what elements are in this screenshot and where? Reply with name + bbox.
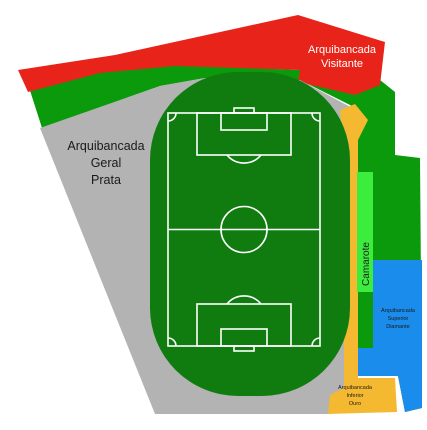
label-ouro-line1: Arquibancada — [338, 385, 373, 391]
sector-arquibancada-visitante[interactable] — [18, 15, 385, 95]
label-ouro-line3: Ouro — [349, 401, 361, 407]
label-ouro-line2: Inferior — [346, 393, 363, 399]
label-visitante-line1: Arquibancada — [308, 44, 377, 56]
pitch-area — [150, 72, 350, 396]
label-geral-prata-line3: Prata — [91, 173, 121, 187]
sector-arquibancada-superior-diamante[interactable] — [358, 260, 422, 412]
label-geral-prata-line1: Arquibancada — [67, 139, 144, 153]
label-diamante-line1: Arquibancada — [381, 308, 416, 314]
label-camarote: Camarote — [361, 242, 372, 286]
label-diamante-line3: Diamante — [386, 324, 410, 330]
label-diamante-line2: Superior — [388, 316, 409, 322]
sector-camarote[interactable] — [357, 172, 373, 292]
field-markings — [167, 107, 321, 352]
label-visitante-line2: Visitante — [321, 58, 363, 70]
label-geral-prata-line2: Geral — [91, 156, 122, 170]
outer-grass-north — [26, 65, 300, 128]
